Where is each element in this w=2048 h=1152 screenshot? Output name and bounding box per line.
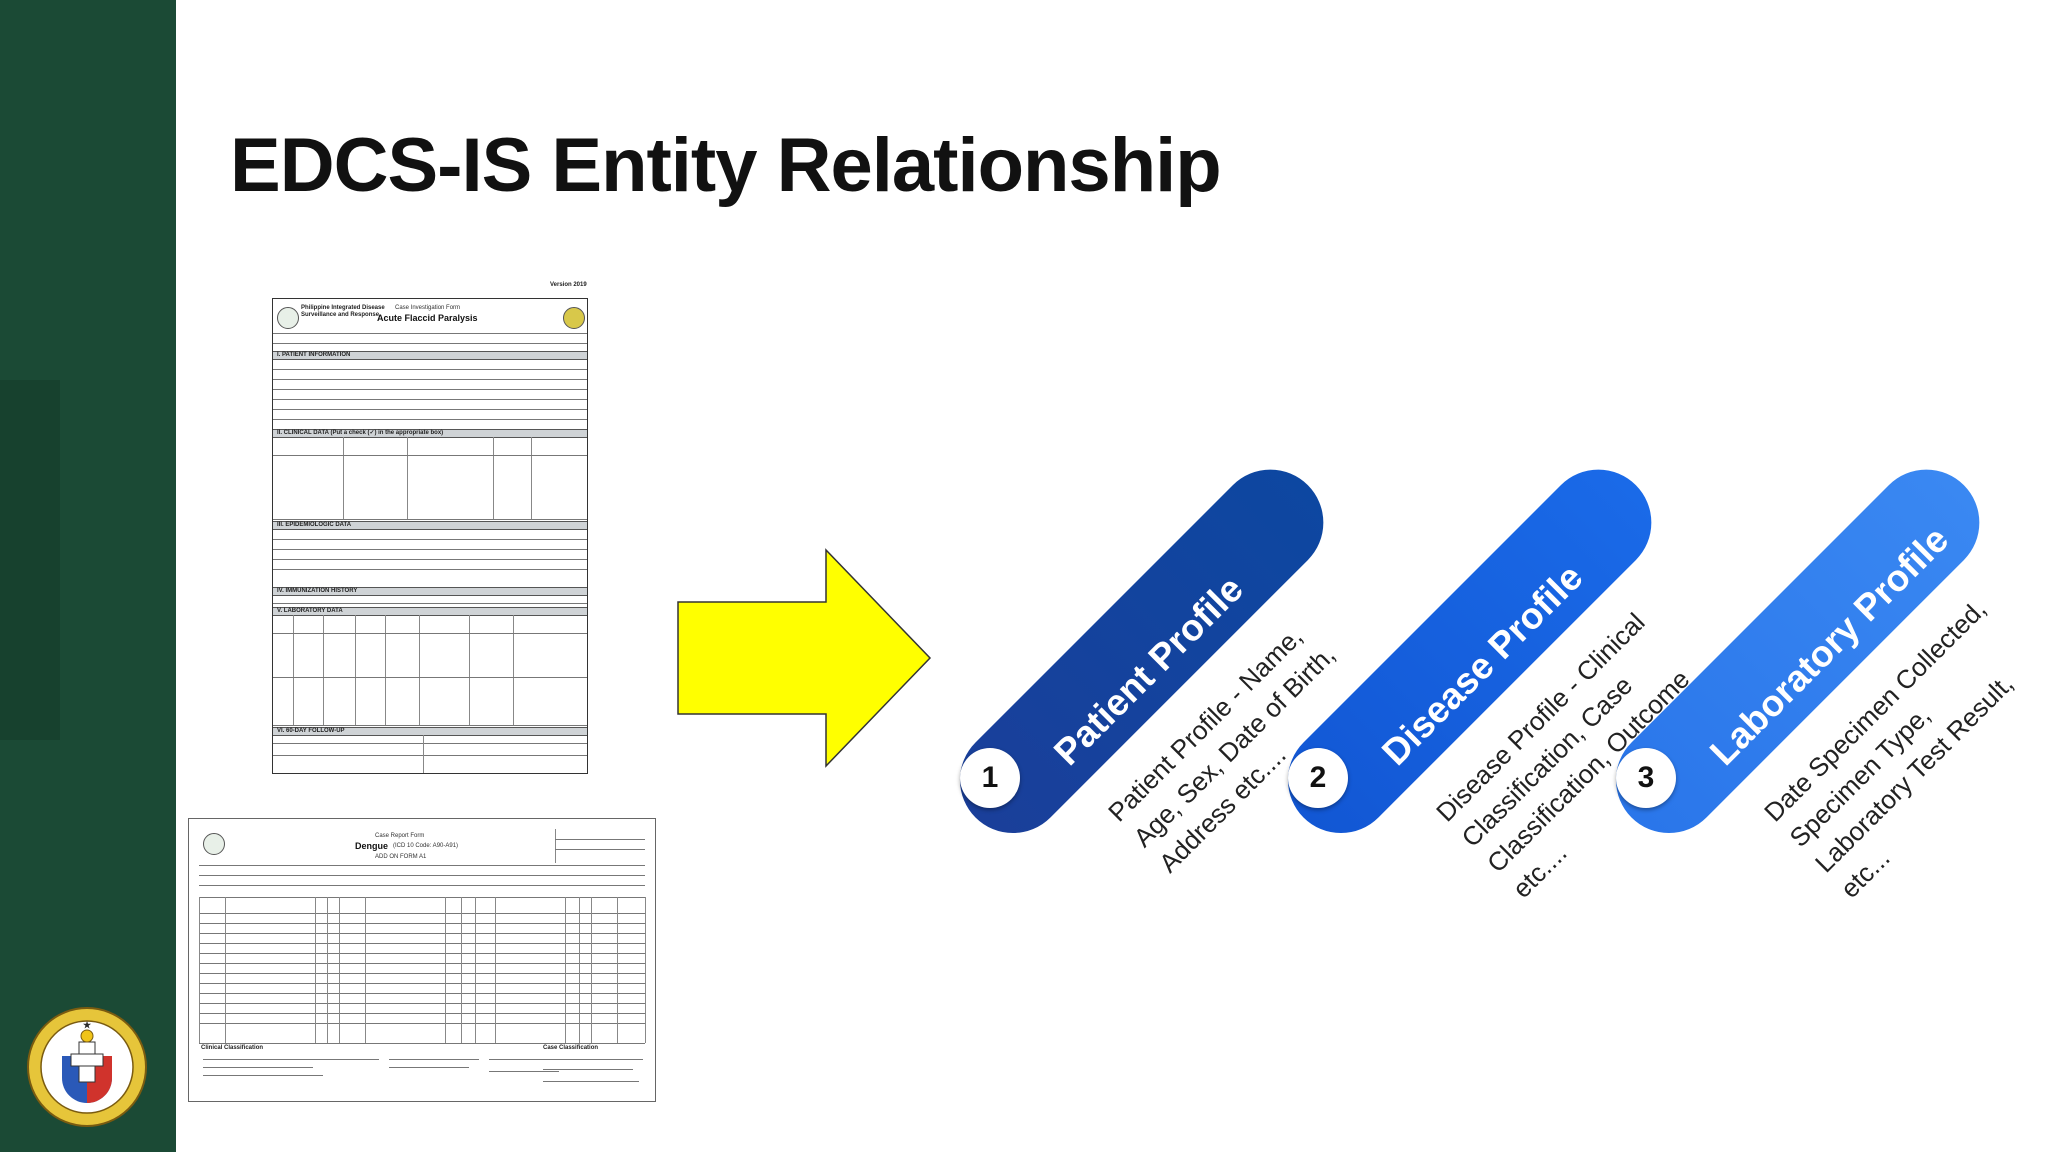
form-org-line2: Surveillance and Response — [301, 312, 380, 318]
entity-number-badge: 2 — [1288, 748, 1348, 808]
form-section-5: V. LABORATORY DATA — [277, 608, 343, 614]
sidebar-shade — [0, 380, 60, 740]
slide-title: EDCS-IS Entity Relationship — [230, 123, 1222, 208]
form-section-4: IV. IMMUNIZATION HISTORY — [277, 588, 358, 594]
doh-seal-icon: ★ — [27, 1007, 147, 1127]
form-org-line1: Philippine Integrated Disease — [301, 305, 385, 311]
form-title: Acute Flaccid Paralysis — [377, 313, 478, 323]
entity-number-badge: 3 — [1616, 748, 1676, 808]
dengue-form-type: Case Report Form — [375, 833, 425, 839]
form-logo-icon — [277, 307, 299, 329]
dengue-form-thumbnail: Case Report Form Dengue (ICD 10 Code: A9… — [188, 818, 656, 1102]
form-type: Case Investigation Form — [395, 305, 461, 311]
afp-form-sheet: Philippine Integrated Disease Surveillan… — [272, 298, 588, 774]
afp-form-thumbnail: Version 2019 Philippine Integrated Disea… — [272, 280, 590, 776]
form-section-6: VI. 60-DAY FOLLOW-UP — [277, 728, 345, 734]
dengue-footer-left: Clinical Classification — [201, 1045, 264, 1051]
sidebar: ★ — [0, 0, 176, 1152]
dengue-form-subtitle: ADD ON FORM A1 — [375, 854, 427, 860]
dengue-form-title: Dengue — [355, 841, 389, 851]
svg-text:★: ★ — [83, 1020, 92, 1030]
dengue-footer-right: Case Classification — [543, 1045, 599, 1051]
dengue-form-logo-icon — [203, 833, 225, 855]
form-seal-icon — [563, 307, 585, 329]
entity-number-badge: 1 — [960, 748, 1020, 808]
right-arrow-icon — [677, 548, 932, 768]
form-version: Version 2019 — [550, 282, 587, 288]
form-section-3: III. EPIDEMIOLOGIC DATA — [277, 522, 352, 528]
dengue-form-code: (ICD 10 Code: A90-A91) — [393, 843, 459, 849]
form-section-2: II. CLINICAL DATA (Put a check (✓) in th… — [277, 430, 444, 436]
form-section-1: I. PATIENT INFORMATION — [277, 352, 351, 358]
